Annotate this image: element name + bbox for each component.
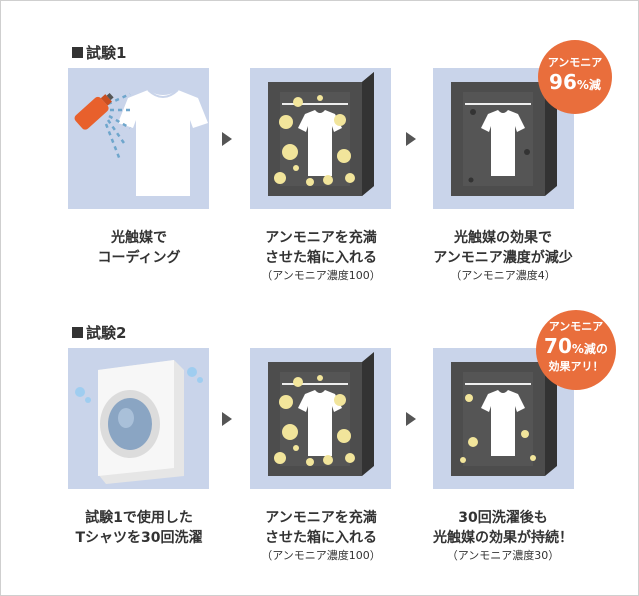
heading-square-icon — [72, 327, 83, 338]
caption-line1: アンモニアを充満 — [265, 230, 377, 246]
caption-line1: 試験1で使用した — [85, 510, 193, 526]
caption-line2: アンモニア濃度が減少 — [433, 250, 573, 266]
test2-result-badge: アンモニア 70%減の 効果アリ！ — [536, 310, 616, 390]
arrow-right-icon — [222, 412, 232, 426]
caption-line1: 光触媒で — [111, 230, 167, 246]
caption-line1: 30回洗濯後も — [458, 510, 548, 526]
badge-label: アンモニア — [547, 56, 603, 69]
tshirt-icon — [481, 110, 525, 176]
caption-line2: コーディング — [97, 250, 181, 266]
caption-sub: （アンモニア濃度30） — [446, 549, 560, 562]
badge-suffix: 減 — [588, 78, 601, 92]
caption-sub: （アンモニア濃度4） — [450, 269, 556, 282]
badge-suffix: 減の — [583, 342, 608, 356]
ammonia-bubbles — [274, 375, 355, 466]
spray-can-icon — [74, 92, 114, 130]
tshirt-icon — [481, 390, 525, 456]
ammonia-bubbles — [460, 394, 536, 463]
caption-line1: 光触媒の効果で — [454, 230, 552, 246]
arrow-right-icon — [406, 132, 416, 146]
test1-caption-2: アンモニアを充満 させた箱に入れる （アンモニア濃度100） — [236, 228, 406, 284]
caption-line2: Tシャツを30回洗濯 — [75, 530, 203, 546]
test1-title: 試験1 — [86, 44, 127, 62]
badge-line3: 効果アリ！ — [548, 360, 604, 373]
caption-line2: させた箱に入れる — [265, 250, 377, 266]
test2-panel-box-full — [250, 348, 391, 489]
caption-sub: （アンモニア濃度100） — [261, 269, 381, 282]
test2-caption-3: 30回洗濯後も 光触媒の効果が持続！ （アンモニア濃度30） — [418, 508, 588, 564]
caption-line2: させた箱に入れる — [265, 530, 377, 546]
heading-square-icon — [72, 47, 83, 58]
test1-caption-3: 光触媒の効果で アンモニア濃度が減少 （アンモニア濃度4） — [418, 228, 588, 284]
arrow-right-icon — [222, 132, 232, 146]
closet-box-icon — [268, 72, 374, 196]
test1-caption-1: 光触媒で コーディング — [54, 228, 224, 268]
caption-sub: （アンモニア濃度100） — [261, 549, 381, 562]
ammonia-bubbles — [274, 95, 355, 186]
badge-value: 70 — [544, 334, 572, 358]
badge-label: アンモニア — [548, 320, 604, 333]
caption-line1: アンモニアを充満 — [265, 510, 377, 526]
tshirt-spray-illustration — [74, 89, 208, 196]
test2-caption-2: アンモニアを充満 させた箱に入れる （アンモニア濃度100） — [236, 508, 406, 564]
closet-box-icon — [268, 352, 374, 476]
badge-unit: % — [571, 342, 584, 356]
bubble-decoration — [75, 367, 203, 403]
test2-panel-wash — [68, 348, 209, 489]
arrow-right-icon — [406, 412, 416, 426]
spray-mist-icon — [104, 92, 134, 161]
test1-heading: 試験1 — [72, 42, 126, 63]
closet-box-icon — [451, 352, 557, 476]
tshirt-icon — [298, 110, 342, 176]
test1-result-badge: アンモニア 96%減 — [538, 40, 612, 114]
caption-line2: 光触媒の効果が持続！ — [433, 530, 573, 546]
ammonia-bubbles — [468, 109, 530, 183]
tshirt-icon — [118, 89, 208, 196]
washing-machine-icon — [75, 360, 203, 484]
test1-panel-box-full — [250, 68, 391, 209]
test2-heading: 試験2 — [72, 322, 126, 343]
badge-unit: % — [576, 78, 589, 92]
test2-title: 試験2 — [86, 324, 127, 342]
tshirt-icon — [298, 390, 342, 456]
badge-value: 96 — [549, 70, 577, 94]
test2-caption-1: 試験1で使用した Tシャツを30回洗濯 — [54, 508, 224, 548]
test1-panel-spray — [68, 68, 209, 209]
